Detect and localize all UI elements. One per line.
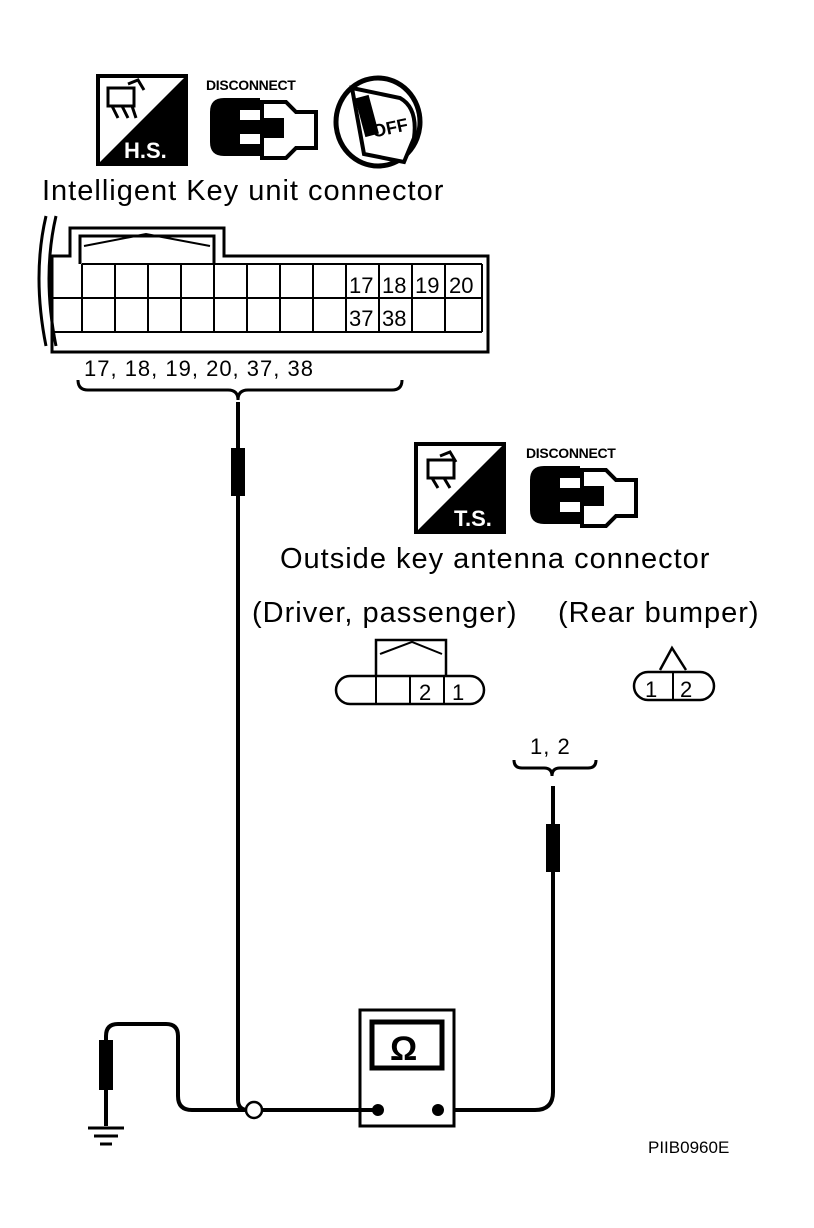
figure-code: PIIB0960E (648, 1138, 729, 1157)
terminals-brace-top (76, 379, 404, 401)
driver-passenger-label: (Driver, passenger) (252, 597, 518, 629)
cavity-17: 17 (349, 273, 373, 298)
antenna-b-pin-1: 1 (645, 677, 657, 702)
antenna-connector-title: Outside key antenna connector (280, 543, 710, 575)
hand-sensor-icon: H.S. (96, 74, 188, 166)
disconnect-icon: DISCONNECT (206, 77, 318, 160)
antenna-terminals-label: 1, 2 (530, 734, 571, 759)
cavity-19: 19 (415, 273, 439, 298)
ts-label: T.S. (454, 506, 492, 531)
ohm-symbol: Ω (390, 1030, 417, 1068)
cavity-18: 18 (382, 273, 406, 298)
disconnect-icon-2: DISCONNECT (526, 445, 638, 528)
cavity-37: 37 (349, 306, 373, 331)
probe-lead-2 (440, 786, 560, 1112)
intelligent-key-connector-title: Intelligent Key unit connector (42, 175, 444, 207)
ground-icon (88, 1126, 124, 1146)
intelligent-key-connector-face: 17 18 19 20 37 38 (37, 215, 490, 354)
rear-bumper-label: (Rear bumper) (558, 597, 760, 629)
cavity-20: 20 (449, 273, 473, 298)
disconnect-label-2: DISCONNECT (526, 445, 616, 461)
disconnect-label: DISCONNECT (206, 77, 296, 93)
intelligent-key-terminals-label: 17, 18, 19, 20, 37, 38 (84, 356, 314, 381)
hand-sensor-icon-ts: T.S. (414, 442, 506, 534)
terminals-brace-antenna (512, 759, 598, 777)
ground-lead (99, 1022, 378, 1126)
ignition-off-icon: OFF (333, 75, 423, 169)
antenna-a-pin-1: 1 (452, 680, 464, 705)
hs-label: H.S. (124, 138, 167, 163)
antenna-connector-face-b: 1 2 (632, 645, 716, 702)
antenna-b-pin-2: 2 (680, 677, 692, 702)
cavity-38: 38 (382, 306, 406, 331)
antenna-connector-face-a: 2 1 (334, 638, 486, 706)
antenna-a-pin-2: 2 (419, 680, 431, 705)
probe-lead-1 (231, 402, 245, 1100)
ohmmeter-icon: Ω (358, 1008, 456, 1128)
